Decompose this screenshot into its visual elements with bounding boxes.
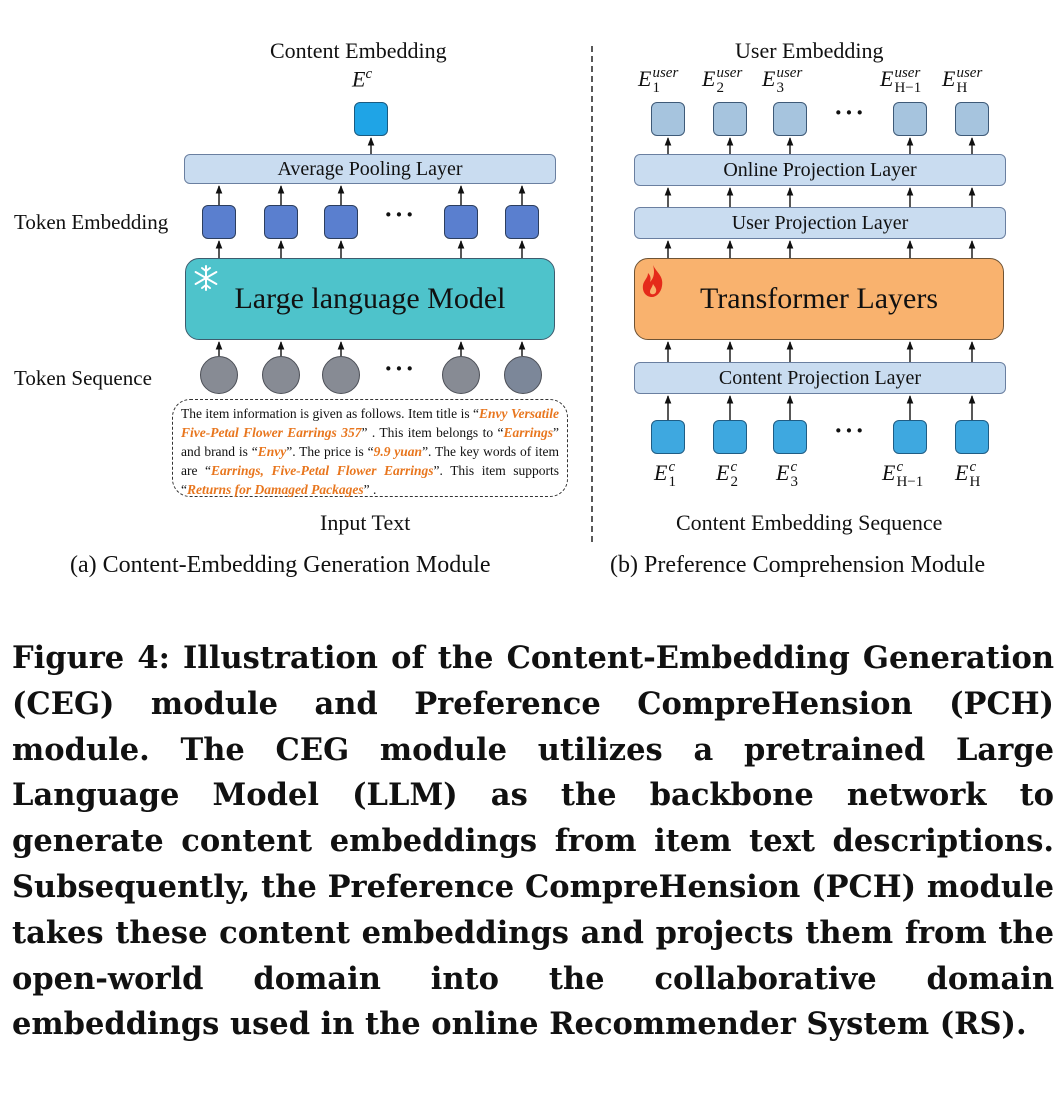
input-text-segment: ”. The price is “ [286,444,374,459]
token-embedding-label: Token Embedding [14,210,169,234]
input-text-segment: ” and brand is “ [181,425,559,459]
content-embedding-5 [955,420,989,454]
token-4 [442,356,480,394]
input-text-highlight: Returns for Damaged Packages [187,482,364,497]
input-text-highlight: Envy [257,444,287,459]
large-language-model-box: Large language Model [185,258,555,340]
flow-arrows [215,137,976,420]
token-embedding-2 [264,205,298,239]
content-embedding-output-token [354,102,388,136]
transformer-layers-box: Transformer Layers [634,258,1004,340]
llm-label: Large language Model [234,282,506,315]
user-embedding-ellipsis: ··· [834,98,867,127]
content-embedding-4 [893,420,927,454]
content-embedding-sequence-label: Content Embedding Sequence [676,510,943,535]
input-text-highlight: Earrings [503,425,553,440]
user-embedding-title: User Embedding [735,38,884,63]
input-text-highlight: Envy Versatile Five-Petal Flower Earring… [181,406,559,440]
content-embedding-2 [713,420,747,454]
token-embedding-4 [444,205,478,239]
user-embedding-4 [893,102,927,136]
token-sequence-ellipsis: ··· [384,354,417,383]
input-text-segment: ”. The key words of item are “ [181,444,560,478]
token-3 [322,356,360,394]
transformer-label: Transformer Layers [700,282,938,315]
input-text-segment: ”. This item supports “ [181,463,560,497]
user-embedding-1 [651,102,685,136]
token-2 [262,356,300,394]
content-embedding-3 [773,420,807,454]
content-projection-layer: Content Projection Layer [634,362,1006,394]
content-embedding-1 [651,420,685,454]
token-embedding-1 [202,205,236,239]
input-text-highlight: 9.9 yuan [373,444,423,459]
user-embedding-5 [955,102,989,136]
content-embedding-symbol: Ec [352,66,373,92]
token-embedding-3 [324,205,358,239]
panel-divider [591,46,593,546]
input-text-box: The item information is given as follows… [172,399,568,497]
figure-caption: Figure 4: Illustration of the Content-Em… [12,640,1054,1043]
flame-icon [642,265,663,297]
caption-b: (b) Preference Comprehension Module [610,552,986,578]
token-1 [200,356,238,394]
input-text-highlight: Earrings, Five-Petal Flower Earrings [211,463,434,478]
token-embedding-ellipsis: ··· [384,200,417,229]
online-projection-layer: Online Projection Layer [634,154,1006,186]
average-pooling-layer: Average Pooling Layer [184,154,556,184]
content-embedding-title: Content Embedding [270,38,447,63]
token-5 [504,356,542,394]
caption-a: (a) Content-Embedding Generation Module [70,552,491,578]
user-embedding-3 [773,102,807,136]
content-embedding-ellipsis: ··· [834,416,867,445]
user-embedding-2 [713,102,747,136]
token-embedding-5 [505,205,539,239]
token-sequence-label: Token Sequence [14,366,152,390]
input-text-label: Input Text [320,510,411,535]
input-text-segment: The item information is given as follows… [181,406,480,421]
snowflake-icon [194,265,218,291]
input-text-segment: ” . [363,482,377,497]
user-projection-layer: User Projection Layer [634,207,1006,239]
input-text-segment: ” . This item belongs to “ [361,425,504,440]
